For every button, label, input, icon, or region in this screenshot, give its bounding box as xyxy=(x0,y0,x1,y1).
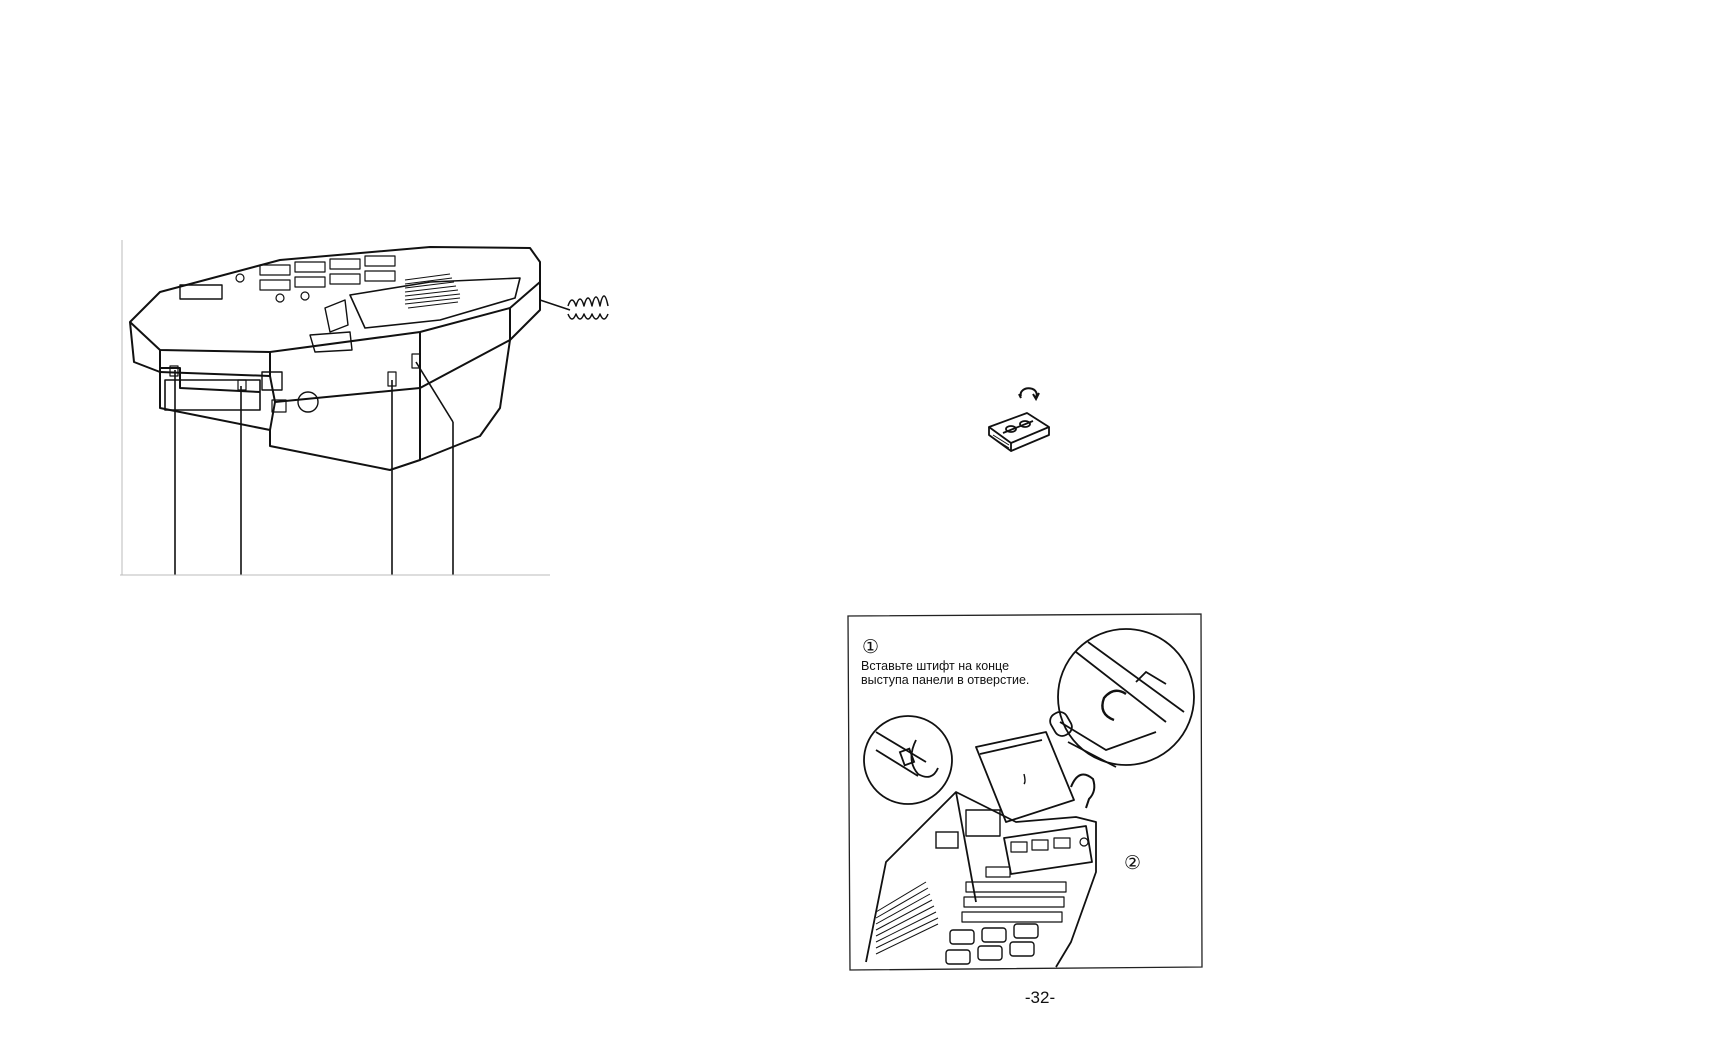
microcassette-icon xyxy=(985,405,1053,455)
answering-machine-drawing xyxy=(120,240,610,630)
page-number: -32- xyxy=(1010,988,1070,1008)
step-one-instruction: Вставьте штифт на конце выступа панели в… xyxy=(861,660,1031,687)
step-one-marker: ① xyxy=(862,638,879,658)
rotate-arrow-icon xyxy=(1015,384,1043,404)
answering-machine-illustration xyxy=(120,240,610,630)
step-two-marker: ② xyxy=(1124,854,1141,874)
